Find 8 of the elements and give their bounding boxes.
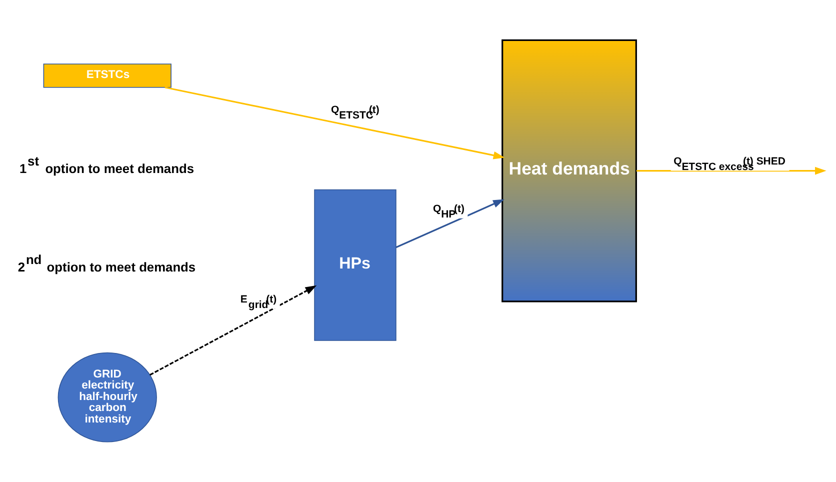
- arrow: [150, 285, 317, 376]
- arrow: [396, 199, 504, 248]
- node-box: HPs: [314, 189, 396, 341]
- node-box: Heat demands: [502, 39, 637, 302]
- arrow: [636, 166, 826, 175]
- arrow: [164, 86, 505, 160]
- node-circle: GRID electricity half-hourly carbon intensity: [58, 352, 157, 442]
- node-box: ETSTCs: [43, 64, 172, 88]
